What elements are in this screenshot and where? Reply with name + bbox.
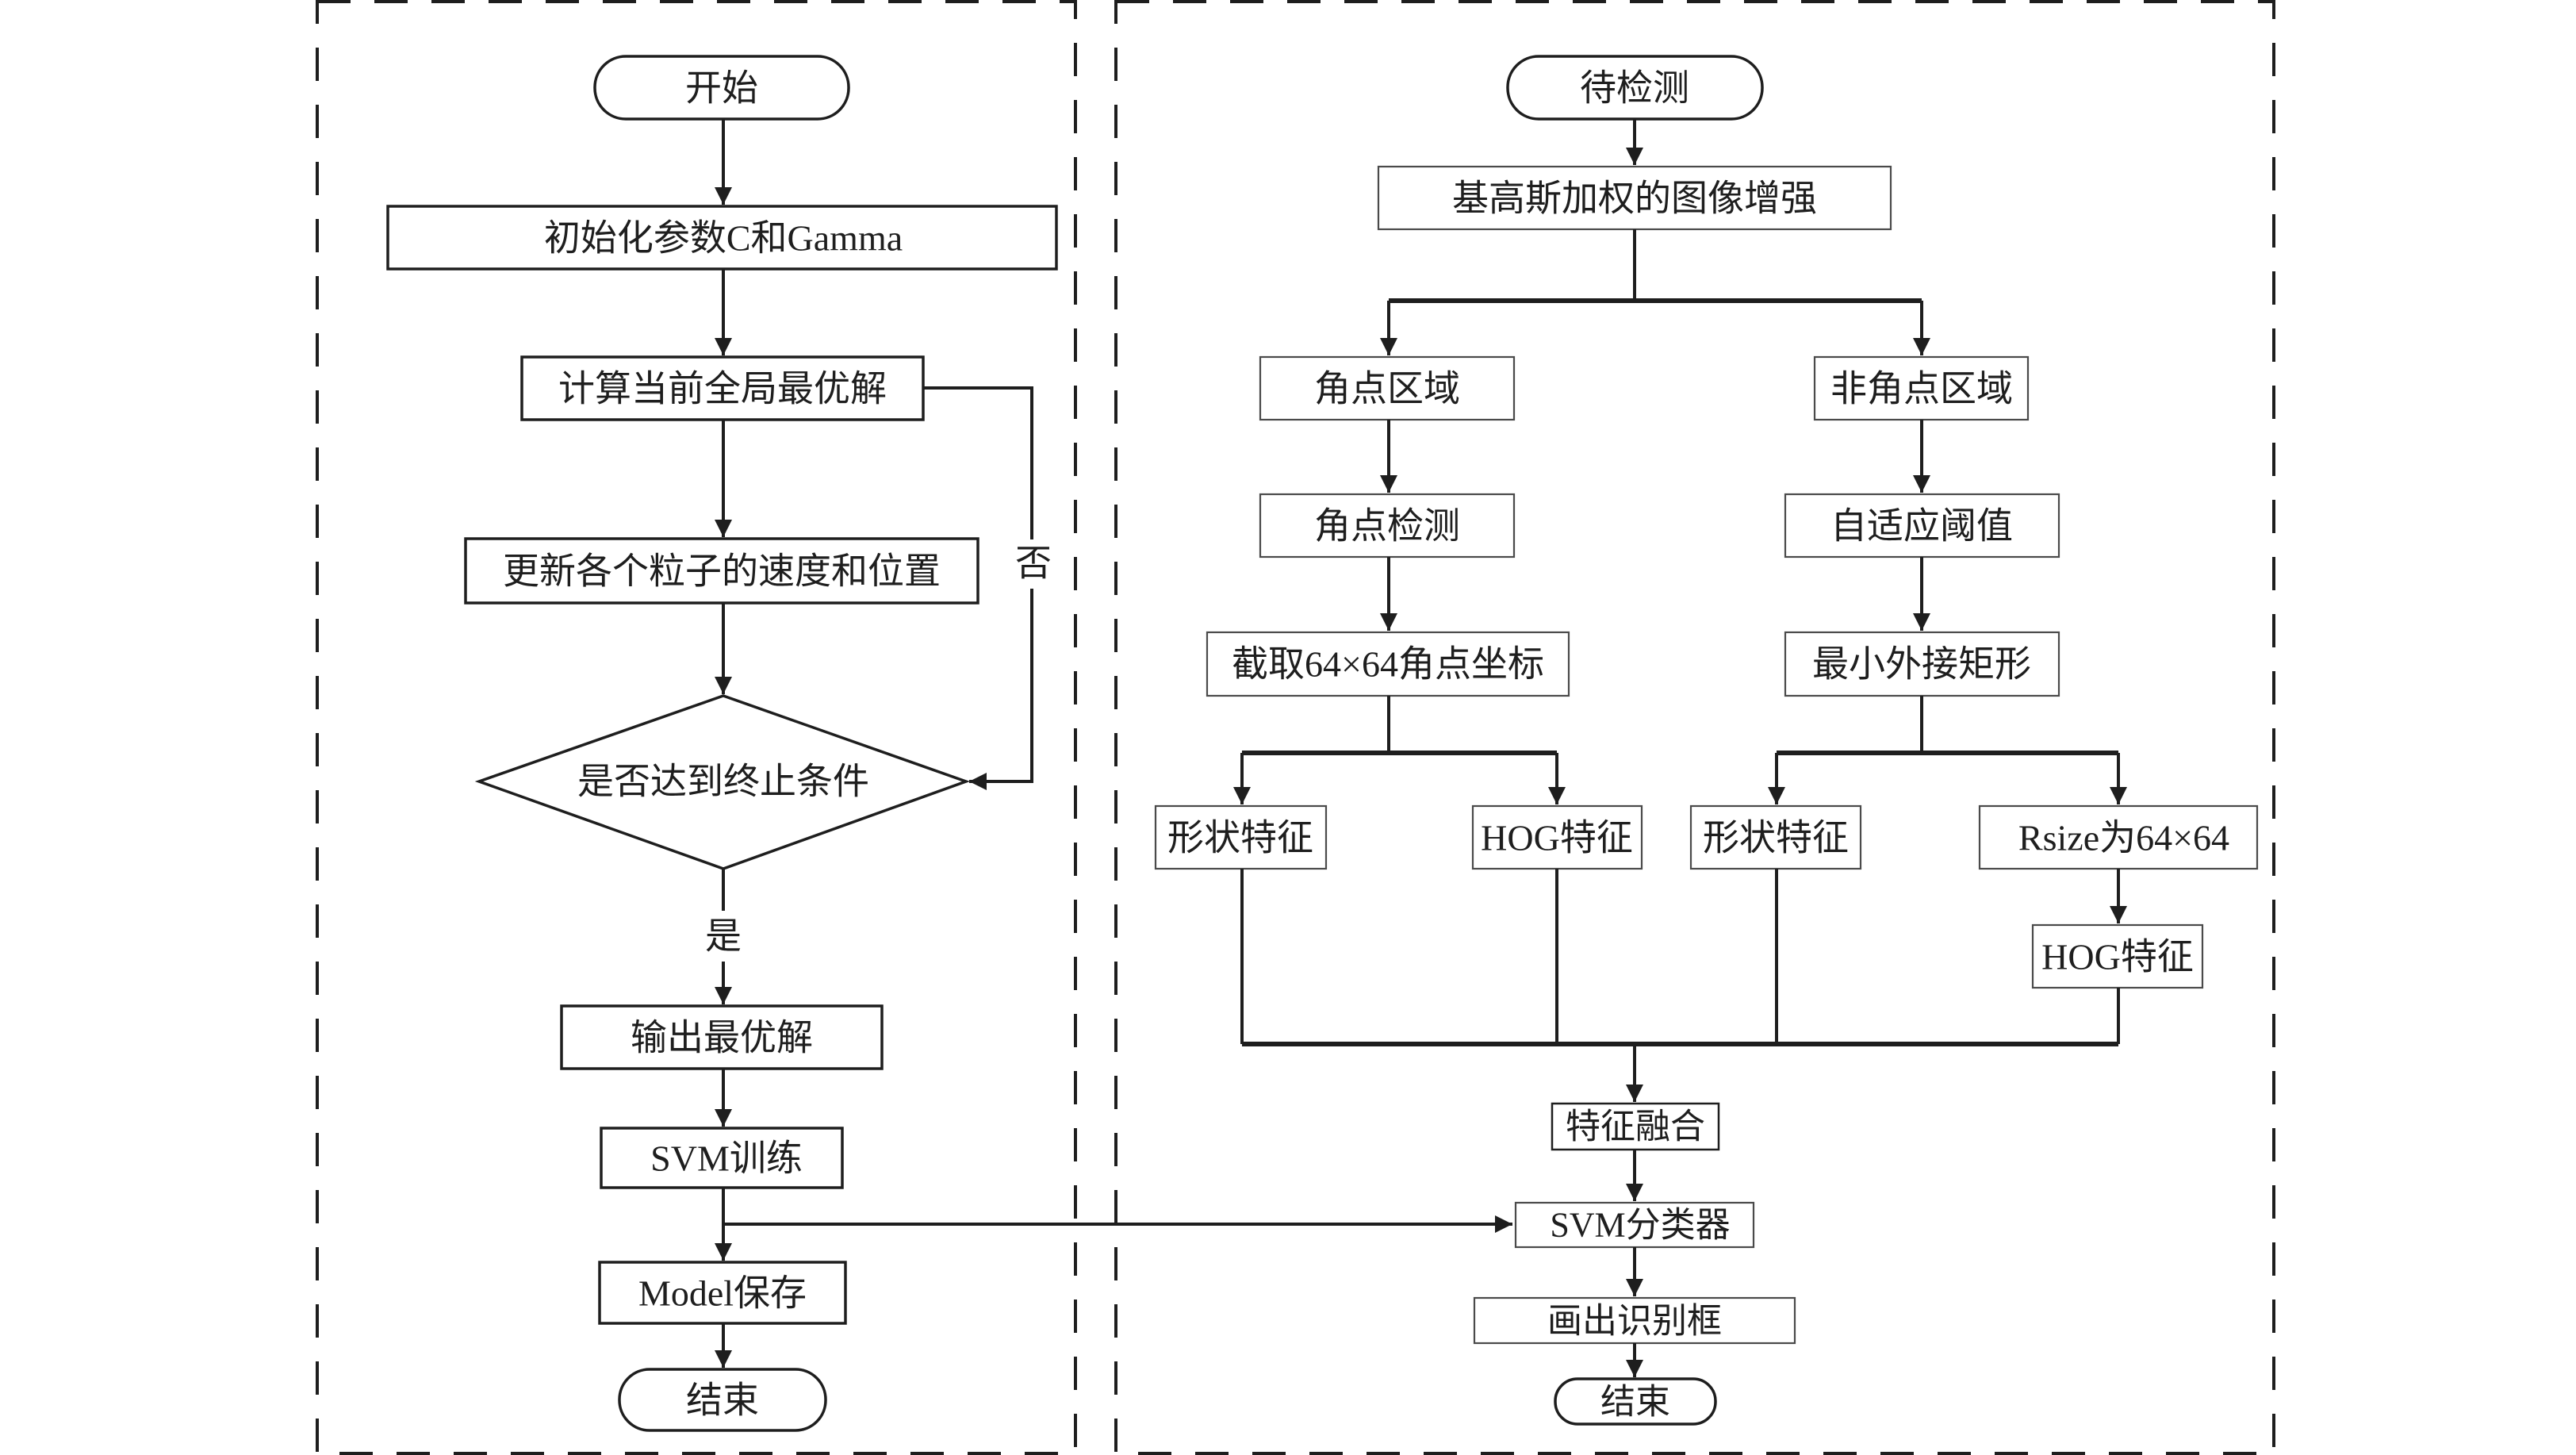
- non-corner-region-box: 非角点区域: [1813, 355, 2030, 421]
- loop-line: [923, 386, 1033, 539]
- resize-label: Rsize为64×64: [2018, 818, 2229, 858]
- detect-end-label: 结束: [1600, 1383, 1670, 1422]
- svm-train-box: SVM训练: [600, 1127, 844, 1189]
- enhance-box: 基高斯加权的图像增强: [1377, 165, 1892, 231]
- training-flow: 开始 初始化参数C和Gamma 计算当前全局最优解 更新各个粒子的速度和位置 是…: [386, 55, 1058, 1432]
- yes-label: 是: [705, 916, 742, 957]
- start-terminal: 开始: [593, 55, 850, 121]
- output-best-box: 输出最优解: [560, 1004, 884, 1070]
- adaptive-threshold-label: 自适应阈值: [1830, 506, 2013, 547]
- init-params-box: 初始化参数C和Gamma: [386, 205, 1058, 271]
- termination-decision: 是否达到终止条件: [474, 694, 971, 870]
- feature-fusion-box: 特征融合: [1551, 1102, 1720, 1151]
- svm-train-label: SVM训练: [650, 1138, 803, 1179]
- compute-global-best-label: 计算当前全局最优解: [558, 369, 887, 409]
- non-corner-region-label: 非角点区域: [1830, 369, 2013, 409]
- shape-feature-box-2: 形状特征: [1689, 804, 1862, 870]
- termination-label: 是否达到终止条件: [577, 762, 869, 802]
- start-label: 开始: [685, 68, 758, 109]
- min-bounding-rect-box: 最小外接矩形: [1784, 631, 2060, 697]
- crop-corner-label: 截取64×64角点坐标: [1232, 644, 1544, 685]
- output-best-label: 输出最优解: [631, 1018, 813, 1058]
- corner-region-box: 角点区域: [1259, 355, 1516, 421]
- crop-corner-box: 截取64×64角点坐标: [1206, 631, 1570, 697]
- svm-classifier-label: SVM分类器: [1550, 1206, 1730, 1245]
- corner-detect-label: 角点检测: [1314, 506, 1460, 547]
- corner-detect-box: 角点检测: [1259, 493, 1516, 559]
- detect-end-terminal: 结束: [1554, 1377, 1717, 1426]
- hog-feature-label: HOG特征: [1481, 818, 1633, 858]
- compute-global-best-box: 计算当前全局最优解: [520, 355, 925, 421]
- svm-classifier-box: SVM分类器: [1514, 1201, 1755, 1249]
- shape-feature-box-1: 形状特征: [1154, 804, 1328, 870]
- loop-arrow: [969, 589, 1033, 790]
- update-particles-label: 更新各个粒子的速度和位置: [503, 551, 941, 592]
- hog-feature-label: HOG特征: [2041, 937, 2194, 977]
- shape-feature-label: 形状特征: [1167, 818, 1313, 858]
- end-terminal: 结束: [618, 1368, 827, 1432]
- enhance-label: 基高斯加权的图像增强: [1452, 179, 1817, 219]
- model-save-label: Model保存: [638, 1273, 807, 1314]
- shape-feature-label: 形状特征: [1703, 818, 1849, 858]
- update-particles-box: 更新各个粒子的速度和位置: [464, 537, 979, 605]
- resize-box: Rsize为64×64: [1978, 804, 2259, 870]
- detection-panel-border: [1114, 0, 2275, 1455]
- init-params-label: 初始化参数C和Gamma: [544, 218, 903, 259]
- no-label: 否: [1015, 543, 1052, 584]
- training-panel-border: [316, 0, 1077, 1455]
- detection-flow: 待检测 基高斯加权的图像增强 角点区域 非角点区域 角点检测 自适应阈值: [1154, 55, 2259, 1426]
- hog-feature-box-2: HOG特征: [2031, 923, 2204, 989]
- hog-feature-box-1: HOG特征: [1471, 804, 1643, 870]
- adaptive-threshold-box: 自适应阈值: [1784, 493, 2060, 559]
- draw-box-step: 画出识别框: [1473, 1296, 1796, 1345]
- end-label: 结束: [686, 1380, 759, 1421]
- detect-start-terminal: 待检测: [1506, 55, 1764, 121]
- model-save-box: Model保存: [598, 1261, 847, 1325]
- draw-box-label: 画出识别框: [1547, 1302, 1722, 1341]
- detect-start-label: 待检测: [1580, 68, 1689, 109]
- corner-region-label: 角点区域: [1314, 369, 1460, 409]
- min-bounding-rect-label: 最小外接矩形: [1812, 644, 2031, 685]
- feature-fusion-label: 特征融合: [1566, 1108, 1705, 1146]
